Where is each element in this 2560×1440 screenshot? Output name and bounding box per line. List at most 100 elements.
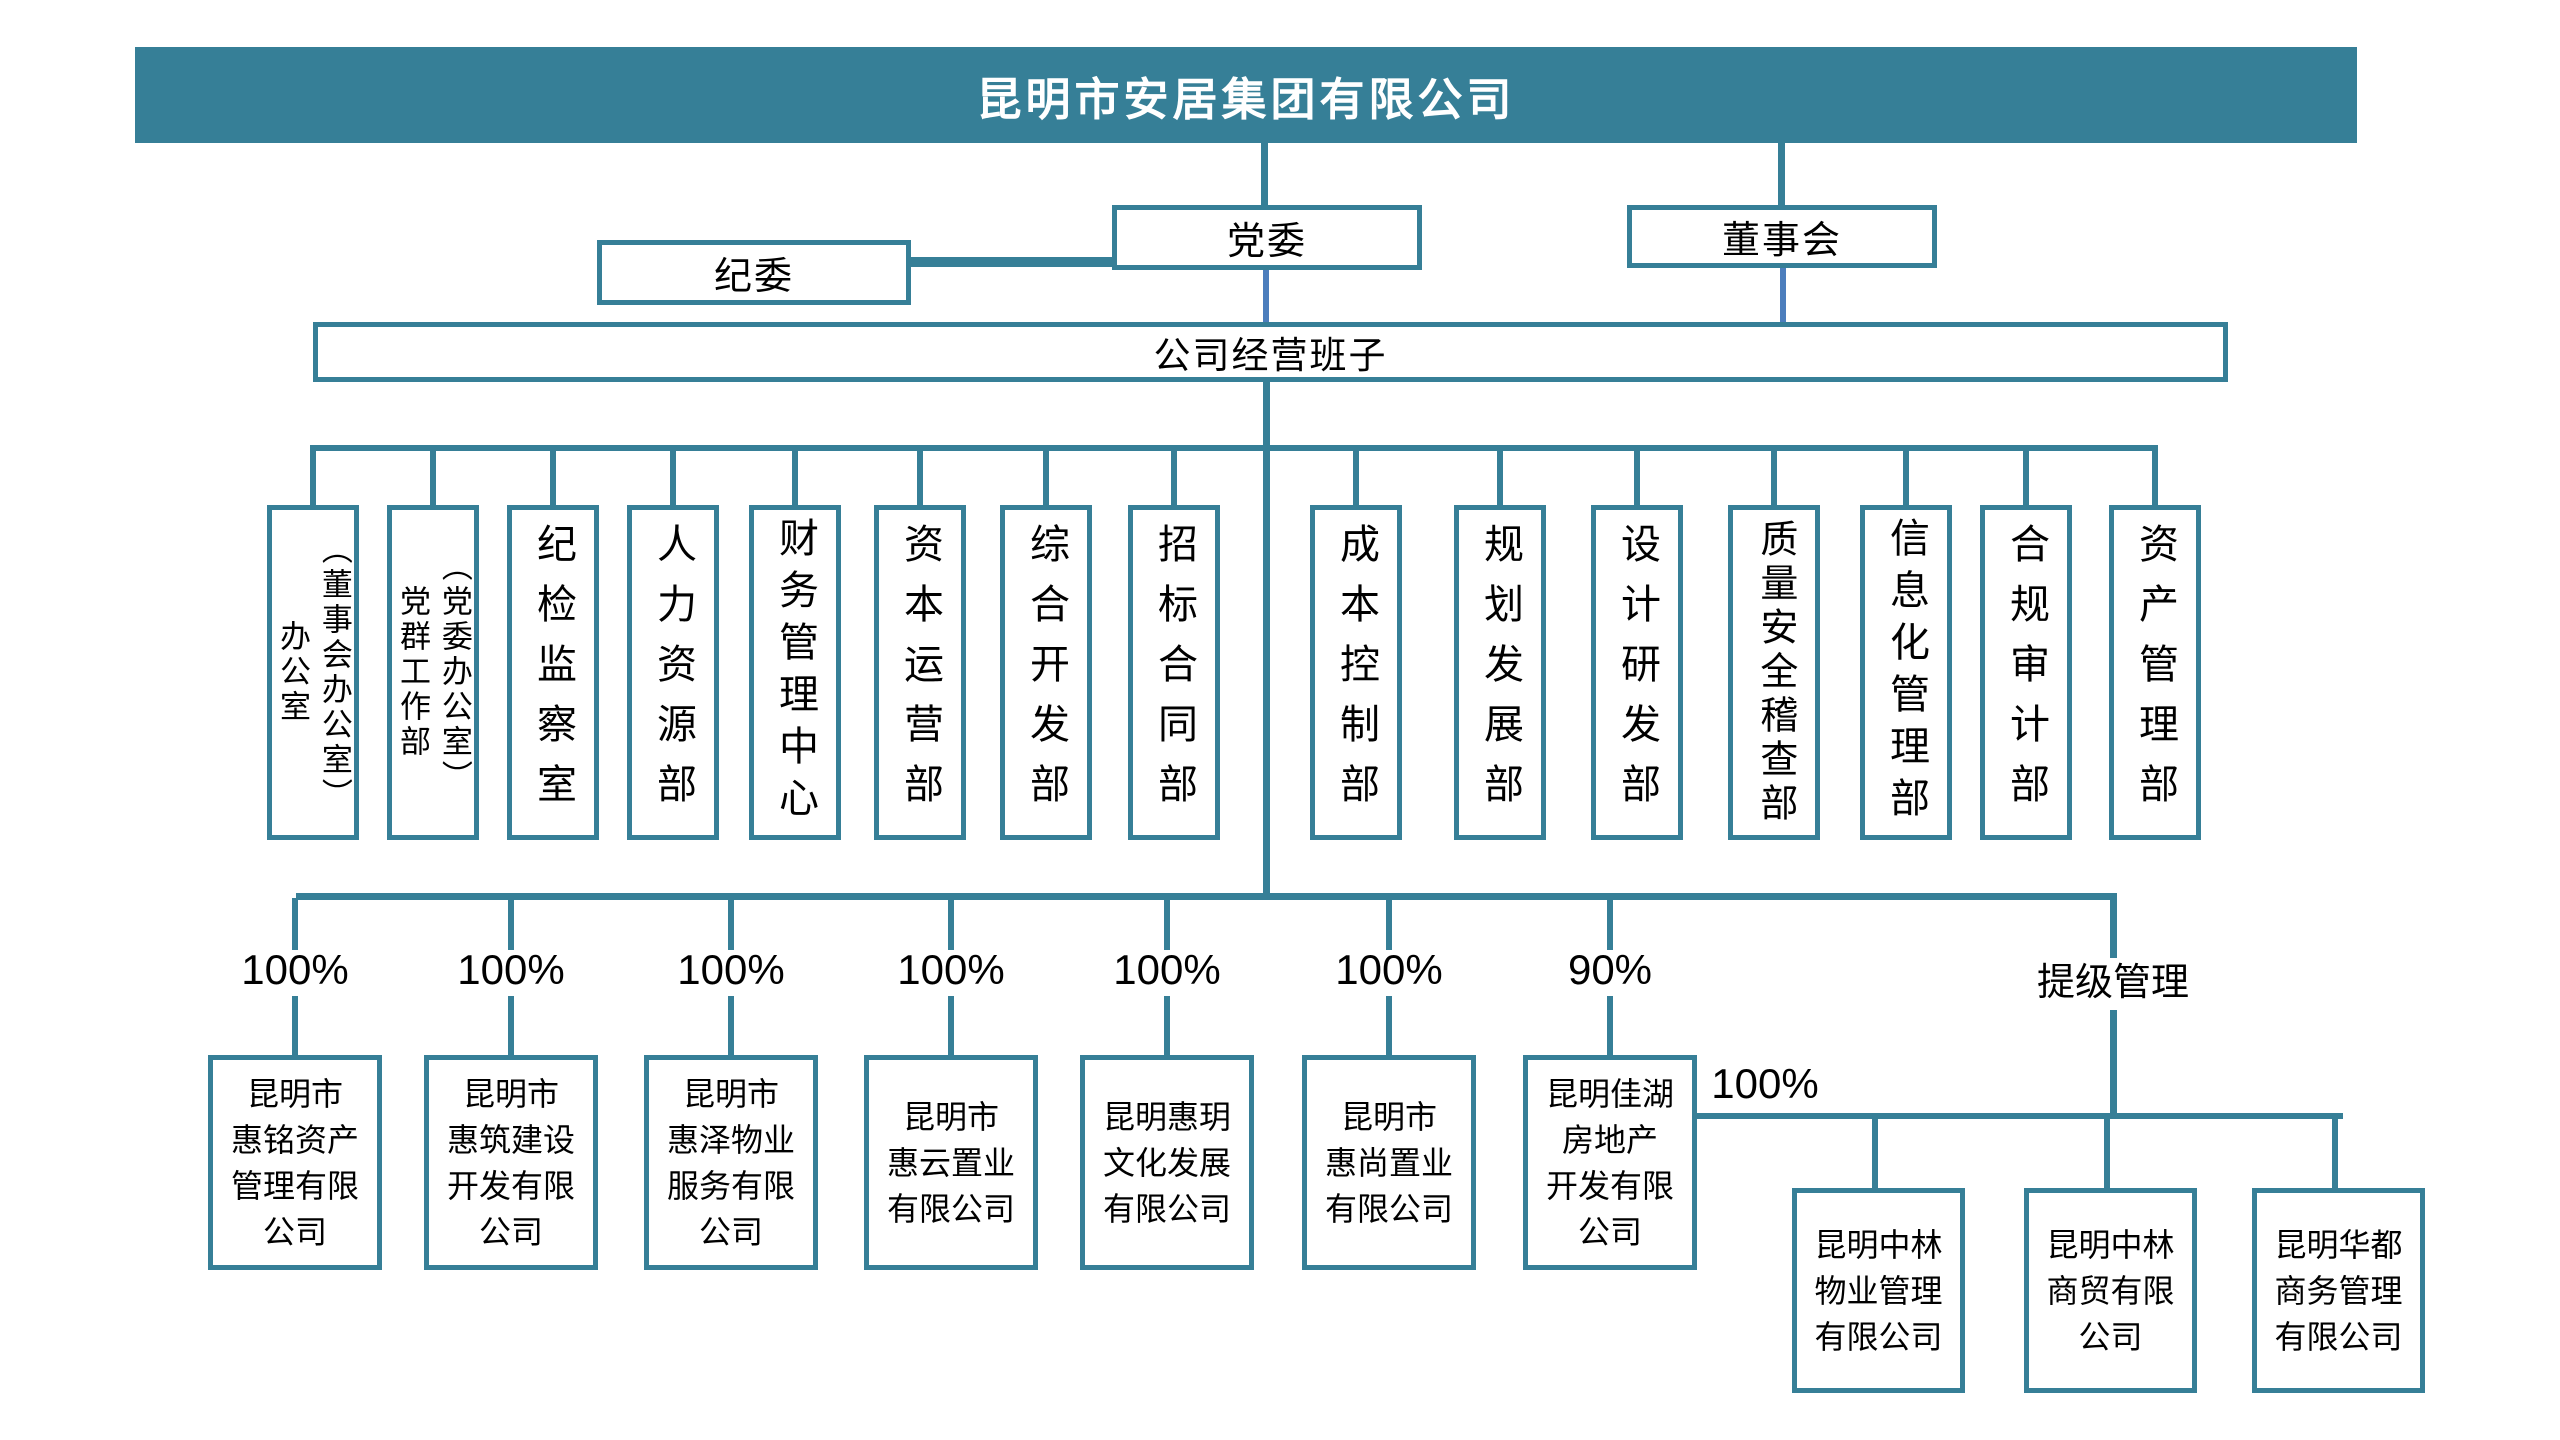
connector-line bbox=[2152, 445, 2158, 508]
subsidiary-name: 昆明市 惠筑建设 开发有限 公司 bbox=[446, 1075, 575, 1250]
department-label: 办公室 （董事会办公室） bbox=[275, 532, 352, 813]
escalated-management-label: 提级管理 bbox=[2036, 962, 2189, 1004]
connector-line bbox=[1386, 996, 1392, 1058]
department-label: 党群工作部 （党委办公室） bbox=[395, 550, 472, 795]
connector-line bbox=[728, 996, 734, 1058]
connector-line bbox=[2332, 1113, 2338, 1190]
department-label: 设计研发部 bbox=[1615, 522, 1659, 823]
discipline-committee-box: 纪委 bbox=[597, 240, 911, 305]
connector-line bbox=[1263, 270, 1269, 322]
connector-line bbox=[1771, 445, 1777, 508]
subsidiary-name: 昆明市 惠铭资产 管理有限 公司 bbox=[230, 1075, 359, 1250]
subsidiary-name: 昆明惠玥 文化发展 有限公司 bbox=[1102, 1098, 1231, 1227]
department-label: 招标合同部 bbox=[1152, 522, 1196, 823]
connector-line bbox=[1607, 898, 1613, 950]
connector-line bbox=[430, 445, 436, 508]
connector-line bbox=[1261, 143, 1268, 205]
board-label: 董事会 bbox=[1721, 220, 1842, 262]
connector-line bbox=[1043, 445, 1049, 508]
management-team-box: 公司经营班子 bbox=[313, 322, 2228, 382]
department-box: 综合开发部 bbox=[1000, 505, 1092, 840]
connector-line bbox=[1164, 996, 1170, 1058]
connector-line bbox=[917, 445, 923, 508]
ownership-label: 90% bbox=[1567, 946, 1653, 993]
connector-line bbox=[1780, 268, 1786, 322]
connector-line bbox=[550, 445, 556, 508]
department-box: 党群工作部 （党委办公室） bbox=[387, 505, 479, 840]
connector-line bbox=[2110, 893, 2117, 958]
ownership-label: 100% bbox=[1335, 946, 1443, 993]
department-label: 综合开发部 bbox=[1024, 522, 1068, 823]
connector-line bbox=[1164, 898, 1170, 950]
ownership-label: 100% bbox=[457, 946, 565, 993]
connector-line bbox=[508, 996, 514, 1058]
connector-line bbox=[2023, 445, 2029, 508]
department-label: 人力资源部 bbox=[651, 522, 695, 823]
connector-line bbox=[1872, 1113, 1878, 1190]
subsidiary-box: 昆明市 惠尚置业 有限公司 bbox=[1302, 1055, 1476, 1270]
connector-line bbox=[911, 257, 1112, 267]
party-committee-box: 党委 bbox=[1112, 205, 1422, 270]
connector-line bbox=[2104, 1113, 2110, 1190]
department-box: 设计研发部 bbox=[1591, 505, 1683, 840]
connector-line bbox=[2110, 1010, 2117, 1119]
subsidiary-box: 昆明市 惠筑建设 开发有限 公司 bbox=[424, 1055, 598, 1270]
escalated-company-box: 昆明中林 商贸有限 公司 bbox=[2024, 1188, 2197, 1393]
party-committee-label: 党委 bbox=[1226, 221, 1307, 263]
department-box: 合规审计部 bbox=[1980, 505, 2072, 840]
department-label: 纪检监察室 bbox=[531, 522, 575, 823]
subsidiary-box: 昆明市 惠云置业 有限公司 bbox=[864, 1055, 1038, 1270]
department-distribution-line bbox=[310, 445, 2158, 451]
connector-line bbox=[292, 898, 298, 950]
department-label: 资本运营部 bbox=[898, 522, 942, 823]
department-box: 资产管理部 bbox=[2109, 505, 2201, 840]
connector-line bbox=[1497, 445, 1503, 508]
department-box: 办公室 （董事会办公室） bbox=[267, 505, 359, 840]
department-label: 质量安全稽查部 bbox=[1753, 518, 1796, 827]
connector-line bbox=[508, 898, 514, 950]
department-box: 财务管理中心 bbox=[749, 505, 841, 840]
subsidiary-name: 昆明市 惠泽物业 服务有限 公司 bbox=[666, 1075, 795, 1250]
department-label: 财务管理中心 bbox=[773, 516, 817, 829]
subsidiary-name: 昆明佳湖 房地产 开发有限 公司 bbox=[1545, 1075, 1674, 1250]
escalated-distribution-line bbox=[1697, 1113, 2343, 1119]
department-label: 资产管理部 bbox=[2133, 522, 2177, 823]
escalated-company-box: 昆明华都 商务管理 有限公司 bbox=[2252, 1188, 2425, 1393]
subsidiary-distribution-line bbox=[296, 893, 2117, 900]
connector-line bbox=[1634, 445, 1640, 508]
connector-line bbox=[1607, 996, 1613, 1058]
department-box: 纪检监察室 bbox=[507, 505, 599, 840]
connector-line bbox=[310, 445, 316, 508]
subsidiary-box: 昆明市 惠铭资产 管理有限 公司 bbox=[208, 1055, 382, 1270]
department-label: 成本控制部 bbox=[1334, 522, 1378, 823]
ownership-label: 100% bbox=[897, 946, 1005, 993]
connector-line bbox=[948, 898, 954, 950]
department-box: 质量安全稽查部 bbox=[1728, 505, 1820, 840]
escalated-company-name: 昆明中林 物业管理 有限公司 bbox=[1814, 1226, 1943, 1355]
department-label: 信息化管理部 bbox=[1884, 516, 1928, 829]
ownership-label: 100% bbox=[241, 946, 349, 993]
department-box: 招标合同部 bbox=[1128, 505, 1220, 840]
department-label: 合规审计部 bbox=[2004, 522, 2048, 823]
subsidiary-box: 昆明佳湖 房地产 开发有限 公司 bbox=[1523, 1055, 1697, 1270]
connector-line bbox=[1903, 445, 1909, 508]
department-box: 人力资源部 bbox=[627, 505, 719, 840]
escalated-company-name: 昆明中林 商贸有限 公司 bbox=[2046, 1226, 2175, 1355]
connector-line bbox=[292, 996, 298, 1058]
connector-line bbox=[1171, 445, 1177, 508]
department-box: 信息化管理部 bbox=[1860, 505, 1952, 840]
escalated-company-box: 昆明中林 物业管理 有限公司 bbox=[1792, 1188, 1965, 1393]
ownership-label: 100% bbox=[1711, 1060, 1819, 1107]
management-team-label: 公司经营班子 bbox=[1153, 335, 1388, 376]
connector-line bbox=[792, 445, 798, 508]
board-box: 董事会 bbox=[1627, 205, 1937, 268]
escalated-company-name: 昆明华都 商务管理 有限公司 bbox=[2274, 1226, 2403, 1355]
ownership-label: 100% bbox=[1113, 946, 1221, 993]
subsidiary-name: 昆明市 惠云置业 有限公司 bbox=[886, 1098, 1015, 1227]
connector-line bbox=[948, 996, 954, 1058]
connector-line bbox=[728, 898, 734, 950]
department-box: 资本运营部 bbox=[874, 505, 966, 840]
ownership-label: 100% bbox=[677, 946, 785, 993]
trunk-line bbox=[1263, 382, 1270, 900]
connector-line bbox=[1386, 898, 1392, 950]
